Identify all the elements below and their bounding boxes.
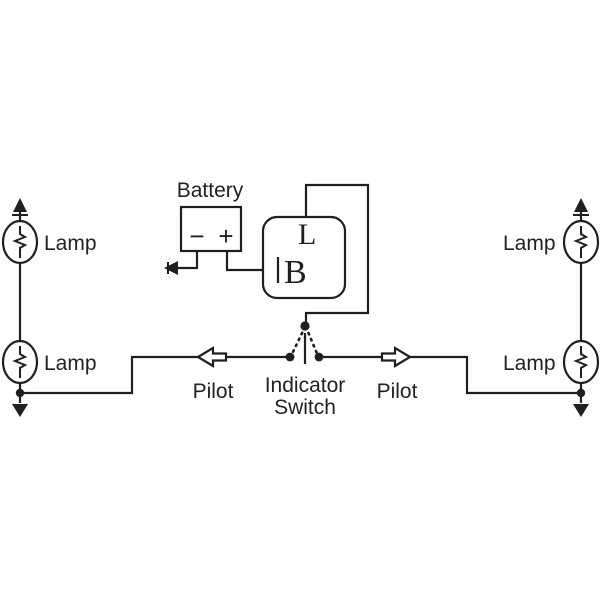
lamp-bottom-left-label: Lamp — [44, 352, 97, 375]
lamp-bottom-right-label: Lamp — [503, 352, 556, 375]
battery-minus-terminal: − — [189, 221, 204, 251]
indicator-switch: Indicator Switch — [265, 321, 346, 419]
relay-terminal-l-label: L — [298, 218, 316, 251]
relay-box — [261, 215, 347, 300]
right-lamp-branch: Lamp Lamp — [503, 198, 600, 417]
right-junction-dot — [576, 388, 586, 398]
pilot-left-label: Pilot — [193, 380, 234, 403]
pilot-right-label: Pilot — [377, 380, 418, 403]
battery-box — [179, 205, 243, 253]
pilot-arrow-left-icon — [195, 346, 228, 368]
battery-plus-terminal: + — [218, 221, 233, 251]
up-arrow-right-icon — [574, 198, 588, 212]
lamp-bottom-right-filament-icon — [573, 346, 589, 378]
lamp-top-left-label: Lamp — [44, 232, 97, 255]
switch-dotted-link-right — [304, 325, 320, 358]
lamp-top-right-label: Lamp — [503, 232, 556, 255]
pilot-arrow-right-icon — [380, 346, 413, 368]
switch-contact-right-dot — [314, 352, 324, 362]
left-junction-dot — [15, 388, 25, 398]
left-lamp-branch: Lamp Lamp — [1, 198, 97, 417]
battery-ground-wire — [177, 251, 199, 270]
indicator-switch-label-line1: Indicator — [265, 374, 346, 397]
ground-arrow-icon — [164, 261, 178, 275]
lamp-top-right-filament-icon — [573, 226, 589, 258]
lamp-bottom-left-filament-icon — [12, 346, 28, 378]
switch-common-dot — [300, 321, 310, 331]
lamp-top-left-filament-icon — [12, 226, 28, 258]
indicator-switch-label-line2: Switch — [274, 396, 336, 419]
up-arrow-left-icon — [13, 198, 27, 212]
down-arrow-left-icon — [12, 404, 28, 417]
down-arrow-right-icon — [573, 404, 589, 417]
relay-output-wire — [304, 183, 370, 323]
flasher-relay: L B — [261, 183, 370, 323]
battery: Battery − + — [164, 179, 276, 275]
battery-to-relay-wire — [225, 251, 276, 272]
relay-terminal-b-label: B — [284, 254, 307, 291]
battery-label: Battery — [177, 179, 244, 202]
switch-dotted-link-left — [289, 325, 307, 358]
switch-contact-left-dot — [285, 352, 295, 362]
